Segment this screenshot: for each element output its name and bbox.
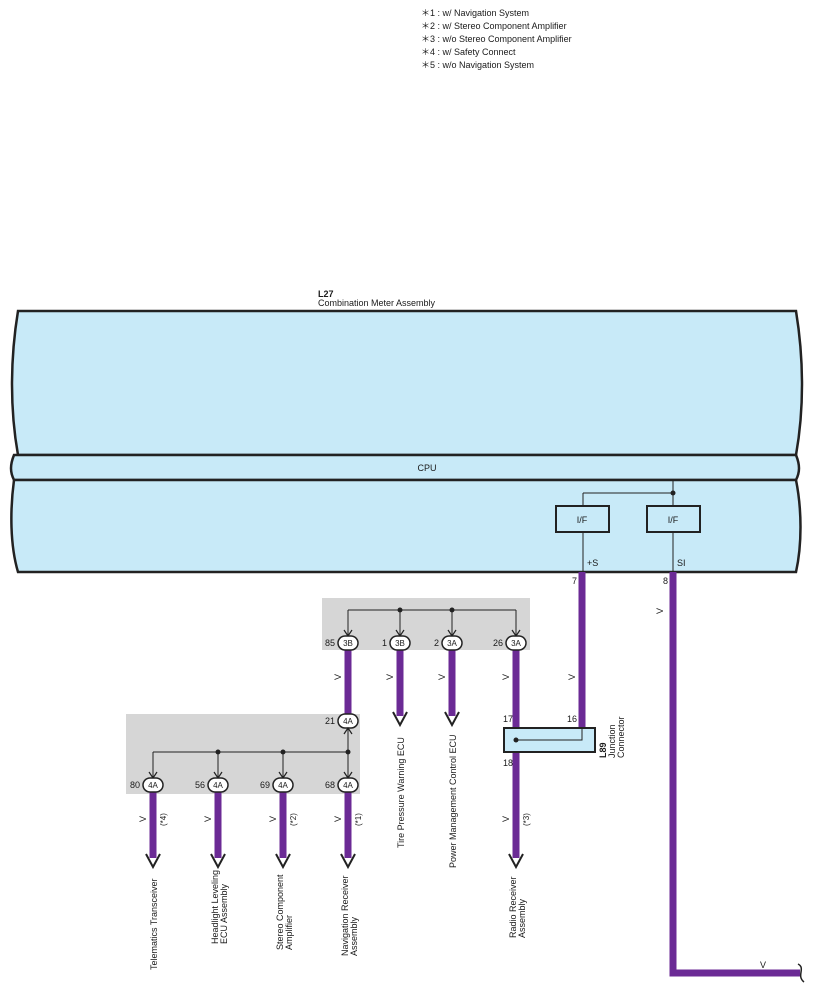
bottom-bus-dots [215,749,351,755]
label-stereo-1: Stereo Component [275,874,285,950]
label-nav-2: Assembly [349,916,359,956]
wire-arrows [145,711,524,870]
conn-bot-4: 4A [343,781,353,790]
tag-n3: (*3) [522,813,531,826]
meter-code: L27 [318,289,334,299]
cpu-label: CPU [417,463,436,473]
junction-pin-17: 17 [503,714,513,724]
svg-text:V: V [567,674,577,680]
label-radio-1: Radio Receiver [508,876,518,938]
note-tags: (*4) (*2) (*1) (*3) [159,813,531,826]
bottom-bus [152,728,349,778]
wire-color-labels: V V V V V V V V V V V V [138,608,766,970]
device-labels: Telematics Transceiver Headlight Levelin… [149,734,527,970]
pin-bot-3: 69 [260,780,270,790]
meter-name: Combination Meter Assembly [318,298,436,308]
note-5: ＊5 : w/o Navigation System [421,60,534,70]
label-power: Power Management Control ECU [448,734,458,868]
if-box-left [555,505,610,533]
meter-pin-8: 8 [663,576,668,586]
junction-internal-dot [513,737,519,743]
terminal-s: +S [587,558,598,568]
conn-bot-2: 4A [213,781,223,790]
note-4: ＊4 : w/ Safety Connect [421,47,516,57]
tag-n2: (*2) [289,813,298,826]
svg-text:V: V [268,816,278,822]
label-headlight-2: ECU Assembly [219,883,229,944]
wire-break [797,963,805,983]
pin-mid: 21 [325,716,335,726]
conn-top-1: 3B [343,639,353,648]
pin-top-2: 1 [382,638,387,648]
label-telematics: Telematics Transceiver [149,878,159,970]
svg-text:V: V [333,674,343,680]
if-label-left: I/F [577,515,588,525]
junction-pin-16: 16 [567,714,577,724]
svg-text:V: V [333,816,343,822]
pin-bot-1: 80 [130,780,140,790]
conn-top-2: 3B [395,639,405,648]
label-nav-1: Navigation Receiver [340,875,350,956]
junction-name-2: Connector [616,716,626,758]
svg-text:V: V [655,608,665,614]
pin-bot-4: 68 [325,780,335,790]
junction-name-1: Junction [607,724,617,758]
junction-internal-line [516,728,583,741]
junction-code: L89 [598,742,608,758]
cpu-internal-lines [582,480,674,572]
junction-dot [670,490,676,496]
conn-top-4: 3A [511,639,521,648]
if-label-right: I/F [668,515,679,525]
connectors-top [337,635,527,651]
junction-pin-18: 18 [503,758,513,768]
label-headlight-1: Headlight Leveling [210,870,220,944]
pin-top-3: 2 [434,638,439,648]
tag-n1: (*1) [354,813,363,826]
svg-text:V: V [760,960,766,970]
label-tire: Tire Pressure Warning ECU [396,737,406,848]
note-1: ＊1 : w/ Navigation System [421,8,529,18]
if-box-right [646,505,701,533]
connectors-bottom [142,777,359,793]
wires [149,572,800,977]
svg-text:V: V [203,816,213,822]
top-bus [347,609,517,636]
svg-text:V: V [437,674,447,680]
top-bus-dots [397,607,455,613]
conn-mid-label: 4A [343,717,353,726]
combination-meter-panel [9,309,804,574]
meter-pin-7: 7 [572,576,577,586]
svg-text:V: V [501,816,511,822]
pin-top-4: 26 [493,638,503,648]
note-3: ＊3 : w/o Stereo Component Amplifier [421,34,572,44]
conn-bot-3: 4A [278,781,288,790]
conn-bot-1: 4A [148,781,158,790]
terminal-si: SI [677,558,686,568]
conn-top-3: 3A [447,639,457,648]
pin-top-1: 85 [325,638,335,648]
notes-legend: ＊1 : w/ Navigation System ＊2 : w/ Stereo… [421,8,572,70]
svg-text:V: V [501,674,511,680]
junction-label: L89 Junction Connector [598,716,626,758]
note-2: ＊2 : w/ Stereo Component Amplifier [421,21,567,31]
svg-text:V: V [385,674,395,680]
tag-n4: (*4) [159,813,168,826]
label-stereo-2: Amplifier [284,915,294,950]
pin-bot-2: 56 [195,780,205,790]
svg-text:V: V [138,816,148,822]
label-radio-2: Assembly [517,898,527,938]
connector-area-bottom [126,714,360,794]
